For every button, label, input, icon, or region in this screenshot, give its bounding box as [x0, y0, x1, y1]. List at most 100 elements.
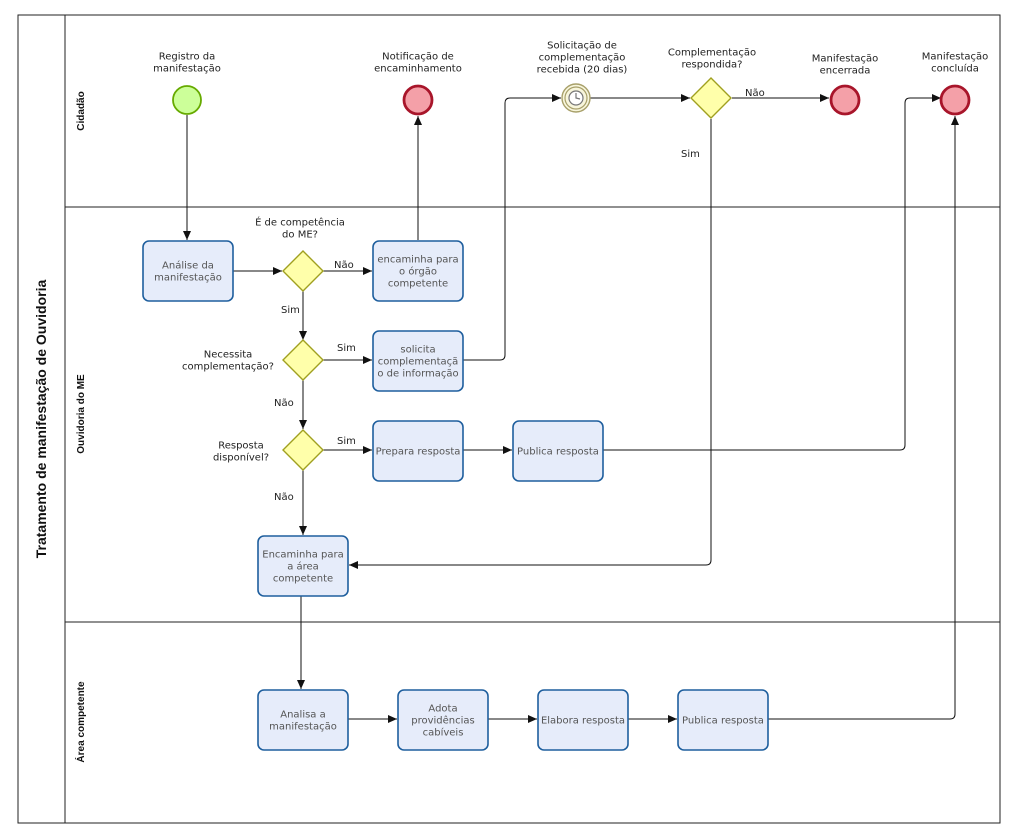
event-label-line: encaminhamento — [374, 64, 462, 75]
pool-title: Tratamento de manifestação de Ouvidoria — [33, 280, 49, 559]
flow-label-nao-disp: Não — [274, 492, 294, 503]
task-label: Publica resposta — [682, 716, 764, 727]
task-box — [372, 420, 464, 482]
flow-label-sim-comp: Sim — [281, 305, 300, 316]
event-label-line: manifestação — [153, 64, 221, 75]
task-label: Elabora resposta — [541, 716, 625, 727]
gateway-diamond — [282, 250, 324, 292]
task-box — [677, 689, 769, 751]
task-label-line: manifestação — [154, 273, 222, 284]
event-label-line: Registro da — [159, 52, 216, 63]
end-event-circle — [939, 84, 971, 116]
sequence-flows — [183, 94, 959, 723]
pool-border — [17, 14, 1001, 824]
task-prepara[interactable]: Prepara resposta — [372, 420, 464, 482]
event-label-line: encerrada — [820, 66, 871, 77]
flow-labels: Não Sim Não Sim Sim Não Sim Não — [274, 88, 765, 503]
event-label-line: Solicitação de — [547, 41, 617, 52]
task-box — [397, 689, 489, 751]
event-label-line: concluída — [931, 63, 979, 75]
flow-label-sim-disp: Sim — [337, 436, 356, 447]
task-label: Publica resposta — [517, 447, 599, 458]
task-label-line: cabíveis — [423, 727, 464, 739]
task-label-line: Publica resposta — [517, 447, 599, 458]
task-publica2[interactable]: Publica resposta — [677, 689, 769, 751]
flow-publica1-to-concluida — [603, 94, 941, 451]
task-box — [372, 240, 464, 302]
flow-solicita-to-timer — [463, 94, 561, 361]
task-label-line: Adota — [428, 704, 457, 715]
end-event-circle — [829, 84, 861, 116]
gateway-label-line: disponível? — [213, 452, 269, 464]
task-publica1[interactable]: Publica resposta — [512, 420, 604, 482]
task-label-line: solicita — [400, 345, 435, 356]
gateway-label-line: respondida? — [682, 60, 743, 71]
task-box — [257, 535, 349, 597]
task-label-line: Publica resposta — [682, 716, 764, 727]
task-label: Prepara resposta — [376, 447, 461, 458]
flow-publica2-to-concluida — [768, 116, 959, 720]
event-label-line: Notificação de — [382, 52, 454, 63]
task-label-line: Elabora resposta — [541, 716, 625, 727]
gateway-diamond — [282, 339, 324, 381]
task-label-line: Análise da — [162, 260, 214, 272]
task-label-line: Encaminha para — [262, 550, 344, 561]
task-label-line: providências — [411, 715, 475, 727]
gateway-label-line: Complementação — [668, 48, 756, 59]
event-label-line: Manifestação — [812, 54, 879, 65]
gateway-label-line: Necessita — [204, 350, 253, 361]
task-label-line: Prepara resposta — [376, 447, 461, 458]
end-event-circle — [402, 84, 434, 116]
gateway-diamond — [690, 77, 732, 119]
task-label-line: complementaçã — [378, 357, 459, 368]
gateway-diamond — [282, 429, 324, 471]
task-box — [512, 420, 604, 482]
event-label-line: complementação — [539, 53, 626, 64]
flow-label-nao-encerrada: Não — [745, 88, 765, 99]
flow-label-nao-comp: Não — [334, 260, 354, 271]
task-label-line: competente — [273, 574, 333, 585]
task-box — [142, 240, 234, 302]
event-label-line: recebida (20 dias) — [537, 65, 628, 76]
flow-label-nao-nec: Não — [274, 398, 294, 409]
flow-label-sim-gresp: Sim — [681, 149, 700, 160]
task-label-line: o de informação — [377, 369, 458, 380]
task-label-line: encaminha para — [377, 255, 458, 266]
pool: Tratamento de manifestação de Ouvidoria … — [17, 14, 1001, 824]
lane-title-cidadao: Cidadão — [76, 91, 87, 130]
task-elabora[interactable]: Elabora resposta — [537, 689, 629, 751]
lane-title-area: Área competente — [74, 681, 87, 763]
task-label-line: competente — [388, 279, 448, 290]
